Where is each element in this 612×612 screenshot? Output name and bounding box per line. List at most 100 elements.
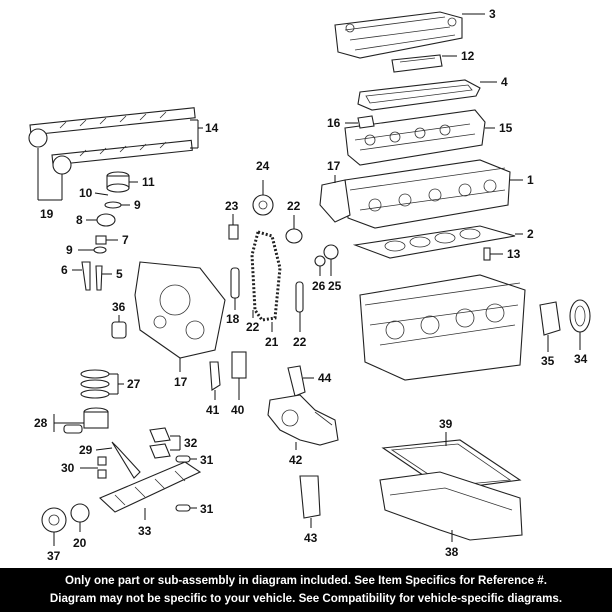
valve-cover-gasket bbox=[357, 79, 481, 111]
callout-11: 11 bbox=[142, 175, 155, 189]
callout-39: 39 bbox=[439, 417, 453, 431]
crankshaft bbox=[99, 461, 202, 513]
callout-23: 23 bbox=[225, 199, 239, 213]
callout-38: 38 bbox=[445, 545, 459, 559]
callout-4: 4 bbox=[501, 75, 508, 89]
footer-disclaimer: Only one part or sub-assembly in diagram… bbox=[0, 568, 612, 612]
guide-44 bbox=[287, 365, 306, 397]
callout-22-mid: 22 bbox=[246, 320, 260, 334]
bracket-41 bbox=[209, 361, 221, 391]
footer-line-2: Diagram may not be specific to your vehi… bbox=[49, 592, 563, 605]
callout-10: 10 bbox=[79, 186, 93, 200]
chain-guide-upper bbox=[285, 228, 303, 244]
tensioner-rail bbox=[295, 281, 304, 313]
callout-8: 8 bbox=[76, 213, 83, 227]
thrust-washer bbox=[175, 455, 191, 463]
callout-3: 3 bbox=[489, 7, 496, 21]
callout-31-upper: 31 bbox=[200, 453, 214, 467]
callout-29: 29 bbox=[79, 443, 93, 457]
callout-12: 12 bbox=[461, 49, 475, 63]
callout-17-lower: 17 bbox=[174, 375, 188, 389]
callout-37: 37 bbox=[47, 549, 61, 563]
callouts: 3 12 4 15 16 17 1 2 13 34 35 14 19 11 10… bbox=[34, 7, 588, 563]
camshaft-sprocket bbox=[252, 194, 274, 216]
callout-30: 30 bbox=[61, 461, 75, 475]
valve bbox=[81, 261, 91, 291]
callout-17-upper: 17 bbox=[327, 159, 341, 173]
callout-9-upper: 9 bbox=[134, 198, 141, 212]
callout-44: 44 bbox=[318, 371, 332, 385]
crank-sprocket bbox=[70, 503, 90, 523]
piston bbox=[63, 407, 109, 434]
callout-22-lower: 22 bbox=[293, 335, 307, 349]
callout-31-lower: 31 bbox=[200, 502, 214, 516]
timing-cover-lower bbox=[134, 261, 226, 359]
callout-25: 25 bbox=[328, 279, 342, 293]
oil-pump-chain bbox=[299, 475, 321, 519]
valve-seal bbox=[93, 246, 107, 254]
camshafts bbox=[28, 107, 196, 175]
callout-33: 33 bbox=[138, 524, 152, 538]
callout-42: 42 bbox=[289, 453, 303, 467]
tensioner bbox=[231, 351, 247, 379]
head-gasket bbox=[352, 225, 516, 259]
timing-cover-upper bbox=[319, 179, 351, 223]
bolt bbox=[228, 224, 239, 240]
callout-36: 36 bbox=[112, 300, 126, 314]
callout-7: 7 bbox=[122, 233, 129, 247]
callout-18: 18 bbox=[226, 312, 240, 326]
retainer bbox=[95, 235, 107, 245]
washer bbox=[314, 255, 326, 267]
callout-16: 16 bbox=[327, 116, 341, 130]
callout-2: 2 bbox=[527, 227, 534, 241]
engine-block bbox=[359, 274, 526, 381]
callout-28: 28 bbox=[34, 416, 48, 430]
callout-40: 40 bbox=[231, 403, 245, 417]
front-seal bbox=[111, 321, 127, 339]
callout-26: 26 bbox=[312, 279, 326, 293]
timing-chain bbox=[250, 230, 282, 322]
rod-nut bbox=[97, 469, 107, 479]
callout-5: 5 bbox=[116, 267, 123, 281]
sprocket bbox=[323, 244, 339, 260]
callout-15: 15 bbox=[499, 121, 513, 135]
valve-cover bbox=[334, 11, 463, 59]
bearing-lower bbox=[149, 443, 171, 459]
connecting-rod bbox=[111, 441, 141, 479]
callout-19: 19 bbox=[40, 207, 54, 221]
oil-pump bbox=[267, 394, 339, 446]
valve-guide bbox=[95, 265, 103, 291]
callout-20: 20 bbox=[73, 536, 87, 550]
bracket bbox=[357, 115, 375, 129]
cylinder-head bbox=[344, 159, 511, 229]
pulley bbox=[41, 507, 67, 533]
oil-pan bbox=[379, 471, 523, 541]
tappet bbox=[106, 171, 130, 193]
footer-line-1: Only one part or sub-assembly in diagram… bbox=[65, 574, 547, 587]
chain-guide bbox=[230, 267, 240, 299]
bearing-upper bbox=[149, 427, 171, 443]
callout-43: 43 bbox=[304, 531, 318, 545]
callout-27: 27 bbox=[127, 377, 141, 391]
camshaft-carrier bbox=[344, 109, 486, 166]
callout-9-lower: 9 bbox=[66, 243, 73, 257]
rod-bolt bbox=[97, 456, 107, 466]
shim bbox=[104, 201, 122, 209]
callout-24: 24 bbox=[256, 159, 270, 173]
callout-22-upper: 22 bbox=[287, 199, 301, 213]
dowel-pin bbox=[483, 247, 491, 261]
callout-32: 32 bbox=[184, 436, 198, 450]
callout-34: 34 bbox=[574, 352, 588, 366]
thrust-washer-2 bbox=[175, 504, 191, 512]
piston-rings bbox=[80, 369, 110, 399]
callout-21: 21 bbox=[265, 335, 279, 349]
callout-35: 35 bbox=[541, 354, 555, 368]
callout-13: 13 bbox=[507, 247, 521, 261]
callout-6: 6 bbox=[61, 263, 68, 277]
callout-14: 14 bbox=[205, 121, 219, 135]
rear-main-seal bbox=[569, 299, 591, 333]
seal-carrier bbox=[539, 301, 561, 336]
engine-parts-diagram: 3 12 4 15 16 17 1 2 13 34 35 14 19 11 10… bbox=[28, 7, 591, 563]
callout-41: 41 bbox=[206, 403, 220, 417]
small-gasket bbox=[391, 54, 443, 73]
